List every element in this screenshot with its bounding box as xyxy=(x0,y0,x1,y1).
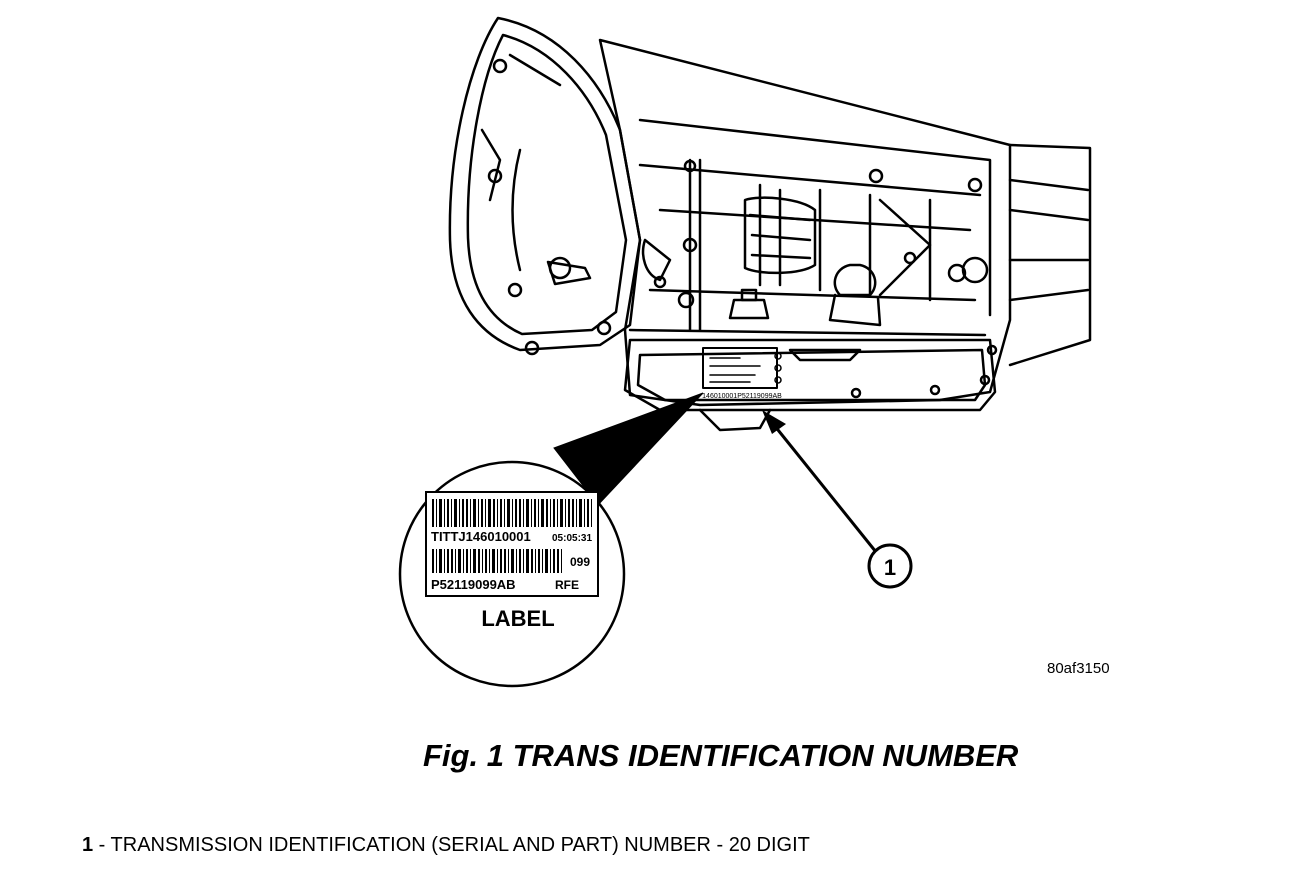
inset-pointer-wedge xyxy=(553,392,704,506)
callout-arrow xyxy=(762,410,878,553)
label-type: RFE xyxy=(555,578,579,592)
label-serial: TITTJ146010001 xyxy=(431,529,531,544)
legend-number: 1 xyxy=(82,834,94,856)
barcode-bottom xyxy=(432,549,562,573)
label-time: 05:05:31 xyxy=(552,533,592,544)
pan-label-text: 146010001P52119099AB xyxy=(702,393,782,400)
label-part: P52119099AB xyxy=(431,577,516,592)
label-title: LABEL xyxy=(481,606,554,631)
legend-text: - TRANSMISSION IDENTIFICATION (SERIAL AN… xyxy=(93,834,810,856)
figure-code: 80af3150 xyxy=(1047,660,1110,677)
callout-1: 1 xyxy=(867,543,913,589)
barcode-top xyxy=(432,499,592,527)
label-inset: TITTJ146010001 05:05:31 099 P52119099AB … xyxy=(398,460,626,688)
callout-number: 1 xyxy=(884,555,896,580)
legend-item: 1 - TRANSMISSION IDENTIFICATION (SERIAL … xyxy=(82,834,810,857)
transmission-illustration xyxy=(448,16,1092,432)
label-code: 099 xyxy=(570,555,590,569)
figure-caption: Fig. 1 TRANS IDENTIFICATION NUMBER xyxy=(423,738,1019,773)
